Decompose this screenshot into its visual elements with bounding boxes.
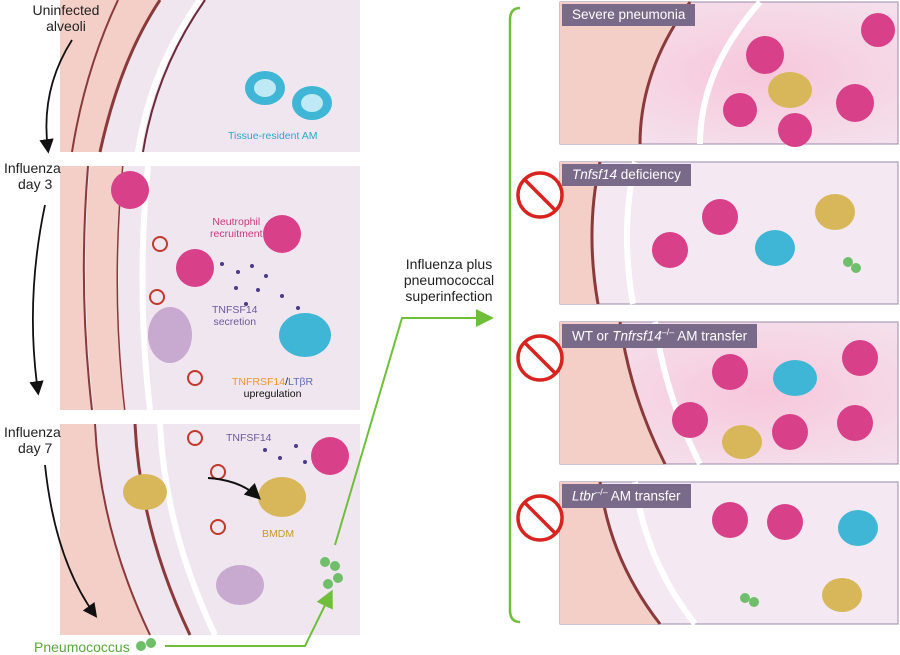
neutrophil [176,249,214,287]
title-sup: –/– [661,327,675,337]
alveolar-macrophage [773,360,817,396]
neutrophil [842,340,878,376]
neutrophil [861,13,895,47]
pneumococcus-label: Pneumococcus [34,639,130,655]
receptor-a: TNFRSF14 [232,376,286,388]
stage-label-uninfected: Uninfected alveoli [10,2,122,34]
panel-title-tnfrsf14-transfer: WT or Tnfrsf14–/– AM transfer [562,324,758,348]
bracket [508,6,521,624]
title-text: AM transfer [674,328,748,344]
tnfsf14-label: TNFSF14 [226,432,272,444]
left-panel-uninfected [60,0,360,153]
neutrophil [652,232,688,268]
tnfsf14-secretion-label: TNFSF14 secretion [212,304,258,328]
epithelial-cell [216,565,264,605]
panel-title-tnfsf14-deficiency: Tnfsf14 deficiency [562,164,691,186]
virus [152,236,168,252]
mid-line: pneumococcal [403,272,495,289]
mid-line: Influenza plus [405,256,493,272]
title-text: deficiency [617,167,681,182]
ann-line: recruitment [210,228,263,241]
virus [149,289,165,305]
bmdm-cell [722,425,762,459]
monocyte [123,474,167,510]
right-panel-ltbr-transfer [516,481,899,626]
receptor-upregulation-label: TNFRSF14/LTβR upregulation [232,376,313,400]
receptor-sep: / [285,376,289,388]
stage-line: Influenza [4,160,61,176]
ann-line: secretion [213,316,257,329]
alveolar-macrophage [838,510,878,546]
neutrophil [837,405,873,441]
neutrophil [672,402,708,438]
bmdm-label: BMDM [262,528,295,540]
neutrophil [772,414,808,450]
superinfection-label: Influenza plus pneumococcal superinfecti… [393,256,505,304]
title-italic: Tnfsf14 [572,167,618,182]
pneumococcus-icon [136,638,156,651]
bmdm-cell [815,194,855,230]
mid-line: superinfection [405,288,493,305]
virus [187,430,203,446]
panel-title-ltbr-transfer: Ltbr–/– AM transfer [562,484,691,508]
timeline-arrow-1 [39,39,73,154]
neutrophil [263,215,301,253]
left-panel-day7 [60,423,360,637]
neutrophil [702,199,738,235]
stage-label-day3: Influenza day 3 [4,160,61,192]
neutrophil [712,502,748,538]
title-sup: –/– [595,487,608,497]
title-text: AM transfer [607,488,681,504]
virus [187,370,203,386]
neutrophil [712,354,748,390]
title-italic: Ltbr [572,488,596,504]
virus [210,519,226,535]
title-text: WT or [572,328,613,344]
neutrophil [767,504,803,540]
title-italic: Tnfrsf14 [612,328,662,344]
stage-line: day 7 [18,440,53,457]
stage-line: Uninfected [32,2,100,18]
stage-line: Influenza [4,424,61,440]
bmdm-cell [822,578,862,612]
epithelial-cell [148,307,192,363]
stage-line: alveoli [46,18,86,35]
ann-line: upregulation [243,388,302,401]
bmdm-cell [768,72,812,108]
ann-line: Neutrophil [212,216,261,228]
stage-label-day7: Influenza day 7 [4,424,61,456]
neutrophil [723,93,757,127]
neutrophil-recruitment-label: Neutrophil recruitment [210,216,263,240]
left-panel-day3 [60,165,360,411]
ann-line: TNFSF14 [212,304,258,316]
alveolar-macrophage [755,230,795,266]
neutrophil [311,437,349,475]
stage-line: day 3 [18,176,53,193]
bmdm-cell [258,477,306,517]
title-text: Severe pneumonia [572,7,686,22]
neutrophil [836,84,874,122]
receptor-b: LTβR [288,376,314,388]
timeline-arrow-2 [29,204,46,396]
green-arrow-lower [165,589,333,647]
timeline-arrow-3 [44,464,98,618]
neutrophil [778,113,812,147]
activated-macrophage [279,313,331,357]
panel-title-severe-pneumonia: Severe pneumonia [562,4,696,26]
pneumococcus [320,557,330,567]
tissue-resident-am-label: Tissue-resident AM [228,130,318,142]
neutrophil [746,36,784,74]
neutrophil [111,171,149,209]
green-arrow-middle [334,309,494,546]
